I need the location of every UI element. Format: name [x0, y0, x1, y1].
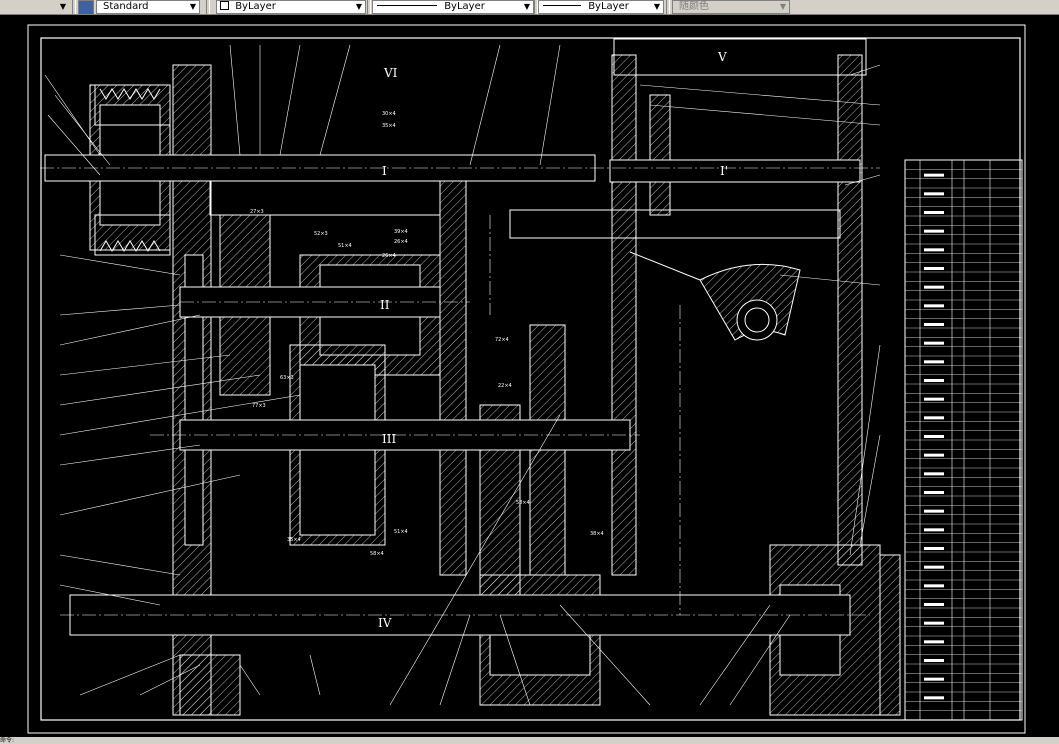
shaft-label-iii: III	[382, 432, 396, 446]
table-cell-text	[924, 267, 944, 270]
chevron-down-icon[interactable]: ▼	[523, 2, 531, 11]
inner-frame	[40, 37, 1021, 721]
gear-label: 51×4	[394, 529, 408, 535]
toolbar-separator	[206, 0, 210, 14]
gear-label: 58×4	[516, 500, 530, 506]
parts-list-table	[904, 159, 1023, 721]
gear-label: 26×4	[394, 239, 408, 245]
table-cell-text	[924, 397, 944, 401]
table-cell-text	[924, 603, 944, 606]
toolbar-separator	[367, 0, 371, 14]
shaft-label-i-prime: I'	[720, 164, 728, 178]
shaft-label-i: I	[382, 164, 387, 178]
command-line[interactable]: 命令:	[0, 737, 1059, 744]
gear-label: 35×4	[287, 537, 301, 543]
table-cell-text	[924, 528, 944, 532]
table-cell-text	[924, 696, 944, 700]
toolbar-separator	[534, 0, 538, 14]
text-style-combo[interactable]: Standard ▼	[96, 0, 200, 14]
table-cell-text	[924, 547, 944, 550]
plot-style-combo[interactable]: 随颜色 ▼	[672, 0, 790, 14]
layer-combo[interactable]: ByLayer ▼	[216, 0, 366, 14]
gear-label: 77×3	[252, 403, 266, 409]
toolbar-separator	[666, 0, 670, 14]
table-cell-text	[924, 379, 944, 382]
table-cell-text	[924, 659, 944, 662]
table-cell-text	[924, 453, 944, 457]
sector-gear	[629, 251, 801, 341]
linetype-value: ByLayer	[444, 1, 485, 12]
table-cell-text	[924, 491, 944, 494]
leader-lines	[44, 44, 881, 706]
pulley	[94, 84, 171, 256]
table-cell-text	[924, 621, 944, 625]
shaft-label-iv: IV	[378, 616, 392, 630]
lineweight-combo[interactable]: ByLayer ▼	[538, 0, 664, 14]
gear-label: 30×4	[382, 111, 396, 117]
gear-label: 63×3	[280, 375, 294, 381]
layer-value: ByLayer	[235, 1, 276, 12]
gear-label: 51×4	[338, 243, 352, 249]
table-cell-text	[924, 304, 944, 308]
chevron-down-icon[interactable]: ▼	[355, 2, 363, 11]
outer-frame	[27, 24, 1026, 734]
gear-label: 38×4	[590, 531, 604, 537]
chevron-down-icon[interactable]: ▼	[59, 2, 67, 11]
shaft-label-v: V	[717, 50, 727, 64]
shaft-labels: VI V I I' II III IV	[378, 50, 728, 630]
table-cell-text	[924, 323, 944, 326]
linetype-combo[interactable]: ByLayer ▼	[372, 0, 534, 14]
toolbar-separator	[72, 0, 76, 14]
gear-label: 22×4	[498, 383, 512, 389]
gear-label: 72×4	[495, 337, 509, 343]
gear-label: 35×4	[382, 123, 396, 129]
text-style-value: Standard	[103, 1, 149, 12]
command-prompt: 命令:	[0, 737, 15, 744]
handwheel	[879, 554, 901, 716]
table-cell-text	[924, 565, 944, 569]
centerlines	[40, 167, 880, 616]
table-cell-text	[924, 435, 944, 438]
lineweight-value: ByLayer	[588, 1, 629, 12]
gear-label: 52×3	[314, 231, 328, 237]
toolbar-dropdown-left[interactable]: ▼	[0, 0, 70, 14]
gear-label: 58×4	[370, 551, 384, 557]
color-swatch-icon	[220, 1, 229, 10]
chevron-down-icon[interactable]: ▼	[653, 2, 661, 11]
shaft-label-ii: II	[380, 298, 390, 312]
chevron-down-icon[interactable]: ▼	[779, 2, 787, 11]
table-cell-text	[924, 584, 944, 588]
gear-labels: 30×4 35×4 27×3 52×3 51×4 26×4 39×4 26×4 …	[250, 111, 604, 557]
table-cell-text	[924, 509, 944, 513]
lineweight-preview	[543, 5, 581, 6]
table-cell-text	[924, 341, 944, 345]
gear-label: 27×3	[250, 209, 264, 215]
table-cell-text	[924, 229, 944, 233]
plot-style-value: 随颜色	[679, 1, 709, 12]
table-cell-text	[924, 472, 944, 476]
table-cell-text	[924, 640, 944, 644]
linetype-preview	[377, 5, 437, 6]
text-style-icon[interactable]	[78, 0, 94, 15]
table-cell-text	[924, 285, 944, 289]
table-cell-text	[924, 416, 944, 420]
properties-toolbar: ▼ Standard ▼ ByLayer ▼ ByLayer ▼ ByLayer…	[0, 0, 1059, 15]
shaft-label-vi: VI	[383, 66, 398, 80]
table-cell-text	[924, 248, 944, 252]
gear-label: 26×4	[382, 253, 396, 259]
table-cell-text	[924, 677, 944, 681]
gear-label: 39×4	[394, 229, 408, 235]
table-cell-text	[924, 192, 944, 196]
table-cell-text	[924, 173, 944, 177]
table-cell-text	[924, 211, 944, 214]
chevron-down-icon[interactable]: ▼	[189, 2, 197, 11]
table-cell-text	[924, 360, 944, 364]
cad-drawing-canvas[interactable]: VI V I I' II III IV 30×4 35×4 27×3 52×3 …	[0, 15, 1059, 737]
